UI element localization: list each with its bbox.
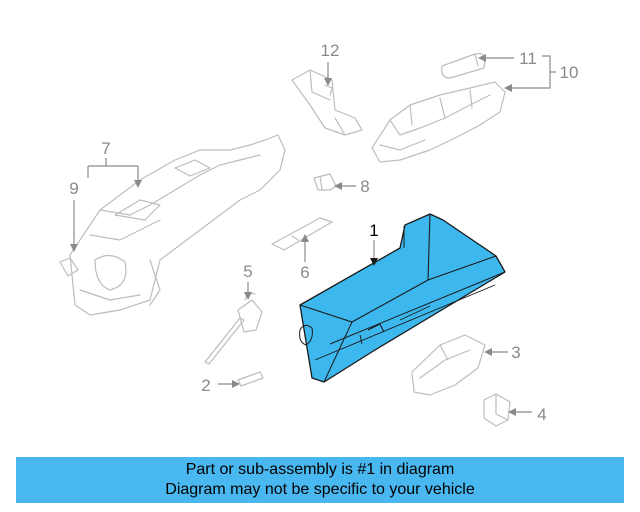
callout-1: 1 — [369, 221, 378, 240]
damper-part-5 — [204, 291, 263, 365]
callout-8: 8 — [360, 177, 369, 196]
callout-7: 7 — [101, 139, 110, 158]
callout-10: 10 — [560, 63, 579, 82]
callout-5: 5 — [243, 262, 252, 281]
bumper-part-4 — [483, 393, 511, 427]
callout-2: 2 — [201, 376, 210, 395]
lock-part-3 — [411, 334, 486, 396]
clip-part-8 — [313, 173, 337, 191]
dashboard-panel-part — [59, 134, 286, 316]
pin-part-2 — [237, 371, 264, 387]
callout-4: 4 — [537, 405, 546, 424]
trim-strip-part-6 — [271, 217, 333, 251]
info-banner: Part or sub-assembly is #1 in diagram Di… — [16, 457, 624, 503]
plug-part-11 — [441, 53, 486, 79]
leader-lines — [70, 54, 556, 416]
callout-9: 9 — [69, 179, 78, 198]
callout-6: 6 — [300, 263, 309, 282]
callout-11: 11 — [519, 49, 537, 68]
callout-12: 12 — [321, 41, 340, 60]
glove-box-part-1[interactable] — [299, 213, 506, 383]
banner-line-2: Diagram may not be specific to your vehi… — [165, 481, 475, 498]
duct-assembly-part-10 — [371, 81, 506, 163]
parts-diagram: 1 2 3 4 5 6 7 8 9 10 11 12 — [59, 41, 579, 427]
callout-3: 3 — [511, 343, 520, 362]
bracket-part-12 — [291, 69, 363, 136]
banner-line-1: Part or sub-assembly is #1 in diagram — [185, 461, 455, 478]
